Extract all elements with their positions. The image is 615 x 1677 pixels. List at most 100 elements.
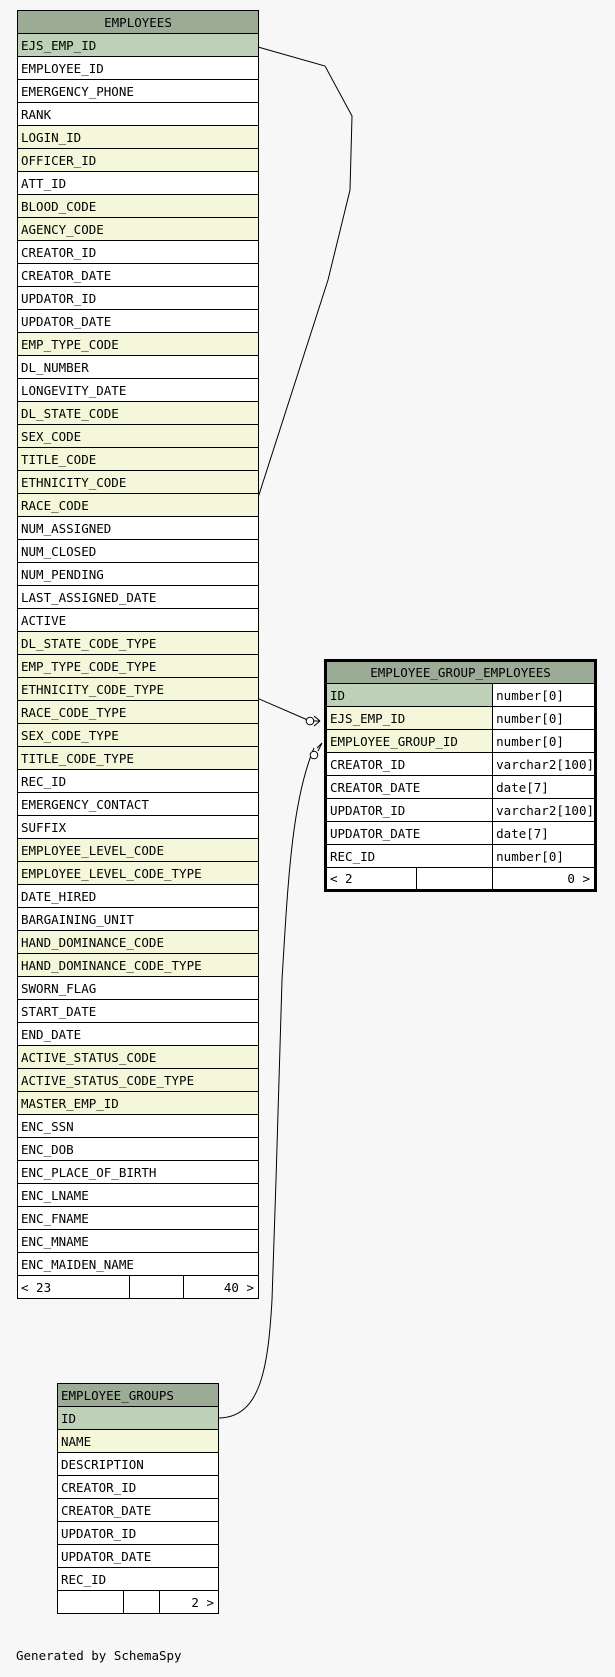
column-name[interactable]: SEX_CODE_TYPE (17, 723, 259, 747)
column-name[interactable]: ACTIVE_STATUS_CODE (17, 1045, 259, 1069)
column-row[interactable]: HAND_DOMINANCE_CODE (17, 930, 259, 954)
column-row[interactable]: HAND_DOMINANCE_CODE_TYPE (17, 953, 259, 977)
column-name[interactable]: EMPLOYEE_LEVEL_CODE_TYPE (17, 861, 259, 885)
column-row[interactable]: ENC_PLACE_OF_BIRTH (17, 1160, 259, 1184)
column-row[interactable]: RACE_CODE (17, 493, 259, 517)
column-row[interactable]: ACTIVE_STATUS_CODE (17, 1045, 259, 1069)
column-row[interactable]: REC_ID (57, 1567, 219, 1591)
column-row[interactable]: ENC_SSN (17, 1114, 259, 1138)
table-title[interactable]: EMPLOYEE_GROUP_EMPLOYEES (325, 660, 596, 684)
column-row[interactable]: ACTIVE_STATUS_CODE_TYPE (17, 1068, 259, 1092)
column-row[interactable]: LOGIN_ID (17, 125, 259, 149)
column-name[interactable]: UPDATOR_ID (57, 1521, 219, 1545)
column-row[interactable]: ENC_LNAME (17, 1183, 259, 1207)
column-name[interactable]: ETHNICITY_CODE (17, 470, 259, 494)
column-row[interactable]: DESCRIPTION (57, 1452, 219, 1476)
column-row[interactable]: RANK (17, 102, 259, 126)
column-name[interactable]: SWORN_FLAG (17, 976, 259, 1000)
column-row[interactable]: SWORN_FLAG (17, 976, 259, 1000)
column-row[interactable]: ID (57, 1406, 219, 1430)
column-name[interactable]: MASTER_EMP_ID (17, 1091, 259, 1115)
column-name[interactable]: CREATOR_DATE (57, 1498, 219, 1522)
column-row[interactable]: UPDATOR_ID (57, 1521, 219, 1545)
column-row[interactable]: MASTER_EMP_ID (17, 1091, 259, 1115)
column-row[interactable]: ATT_ID (17, 171, 259, 195)
column-row[interactable]: TITLE_CODE (17, 447, 259, 471)
column-name[interactable]: LONGEVITY_DATE (17, 378, 259, 402)
column-name[interactable]: REC_ID (17, 769, 259, 793)
column-name[interactable]: NAME (57, 1429, 219, 1453)
column-name[interactable]: CREATOR_ID (17, 240, 259, 264)
column-row[interactable]: START_DATE (17, 999, 259, 1023)
column-row[interactable]: LONGEVITY_DATE (17, 378, 259, 402)
column-name[interactable]: ENC_MNAME (17, 1229, 259, 1253)
column-name[interactable]: EJS_EMP_ID (324, 706, 494, 730)
column-name[interactable]: REC_ID (57, 1567, 219, 1591)
column-name[interactable]: ENC_DOB (17, 1137, 259, 1161)
column-name[interactable]: CREATOR_DATE (324, 775, 494, 799)
column-row[interactable]: ACTIVE (17, 608, 259, 632)
column-name[interactable]: ID (57, 1406, 219, 1430)
column-name[interactable]: HAND_DOMINANCE_CODE_TYPE (17, 953, 259, 977)
column-row[interactable]: EMPLOYEE_ID (17, 56, 259, 80)
column-name[interactable]: HAND_DOMINANCE_CODE (17, 930, 259, 954)
column-row[interactable]: ENC_DOB (17, 1137, 259, 1161)
column-row[interactable]: EMP_TYPE_CODE_TYPE (17, 654, 259, 678)
column-name[interactable]: ATT_ID (17, 171, 259, 195)
column-row[interactable]: RACE_CODE_TYPE (17, 700, 259, 724)
column-name[interactable]: ENC_PLACE_OF_BIRTH (17, 1160, 259, 1184)
column-row[interactable]: REC_ID (17, 769, 259, 793)
column-name[interactable]: ENC_FNAME (17, 1206, 259, 1230)
column-row[interactable]: CREATOR_DATE (17, 263, 259, 287)
column-row[interactable]: ENC_MAIDEN_NAME (17, 1252, 259, 1276)
column-row[interactable]: END_DATE (17, 1022, 259, 1046)
column-row[interactable]: AGENCY_CODE (17, 217, 259, 241)
column-name[interactable]: END_DATE (17, 1022, 259, 1046)
column-row[interactable]: CREATOR_DATE (57, 1498, 219, 1522)
column-name[interactable]: UPDATOR_DATE (57, 1544, 219, 1568)
column-name[interactable]: TITLE_CODE_TYPE (17, 746, 259, 770)
column-row[interactable]: NUM_CLOSED (17, 539, 259, 563)
column-row[interactable]: EMPLOYEE_LEVEL_CODE (17, 838, 259, 862)
column-name[interactable]: NUM_PENDING (17, 562, 259, 586)
column-name[interactable]: AGENCY_CODE (17, 217, 259, 241)
column-name[interactable]: EMPLOYEE_ID (17, 56, 259, 80)
column-name[interactable]: LAST_ASSIGNED_DATE (17, 585, 259, 609)
column-row[interactable]: BARGAINING_UNIT (17, 907, 259, 931)
column-name[interactable]: BLOOD_CODE (17, 194, 259, 218)
column-name[interactable]: UPDATOR_DATE (17, 309, 259, 333)
column-row[interactable]: SUFFIX (17, 815, 259, 839)
column-name[interactable]: ID (324, 683, 494, 707)
column-name[interactable]: EMP_TYPE_CODE (17, 332, 259, 356)
column-name[interactable]: BARGAINING_UNIT (17, 907, 259, 931)
column-row[interactable]: BLOOD_CODE (17, 194, 259, 218)
column-row[interactable]: CREATOR_ID (17, 240, 259, 264)
column-name[interactable]: NUM_ASSIGNED (17, 516, 259, 540)
column-name[interactable]: TITLE_CODE (17, 447, 259, 471)
column-row[interactable]: ENC_MNAME (17, 1229, 259, 1253)
column-row[interactable]: UPDATOR_DATE (57, 1544, 219, 1568)
column-name[interactable]: ACTIVE_STATUS_CODE_TYPE (17, 1068, 259, 1092)
column-name[interactable]: EMERGENCY_CONTACT (17, 792, 259, 816)
column-name[interactable]: CREATOR_DATE (17, 263, 259, 287)
column-name[interactable]: ACTIVE (17, 608, 259, 632)
column-row[interactable]: UPDATOR_ID (17, 286, 259, 310)
column-row[interactable]: ETHNICITY_CODE (17, 470, 259, 494)
column-row[interactable]: SEX_CODE_TYPE (17, 723, 259, 747)
column-name[interactable]: EMPLOYEE_LEVEL_CODE (17, 838, 259, 862)
column-name[interactable]: UPDATOR_ID (324, 798, 494, 822)
column-name[interactable]: CREATOR_ID (324, 752, 494, 776)
column-row[interactable]: DL_STATE_CODE_TYPE (17, 631, 259, 655)
table-title[interactable]: EMPLOYEES (17, 10, 259, 34)
column-name[interactable]: DESCRIPTION (57, 1452, 219, 1476)
column-row[interactable]: UPDATOR_DATE (17, 309, 259, 333)
column-name[interactable]: ENC_LNAME (17, 1183, 259, 1207)
column-name[interactable]: ENC_MAIDEN_NAME (17, 1252, 259, 1276)
column-name[interactable]: RANK (17, 102, 259, 126)
